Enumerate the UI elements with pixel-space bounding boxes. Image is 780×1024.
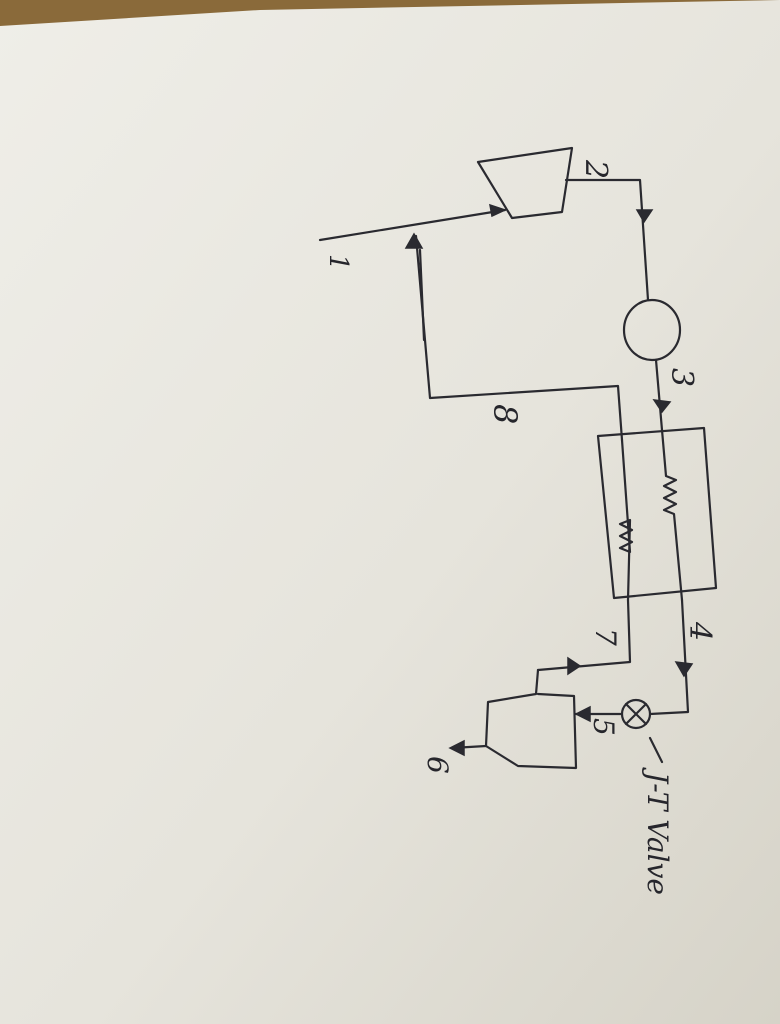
label-state-4: 4 bbox=[682, 621, 717, 641]
arrow-stream-3 bbox=[652, 399, 672, 414]
compressor-symbol bbox=[476, 146, 574, 220]
arrow-stream-7 bbox=[567, 656, 582, 676]
valve-leader-line bbox=[648, 736, 664, 764]
stream-3-line bbox=[654, 358, 664, 432]
label-state-2: 2 bbox=[578, 159, 613, 179]
cooler-symbol bbox=[622, 298, 682, 362]
stream-2-line bbox=[564, 178, 650, 302]
label-state-8: 8 bbox=[486, 404, 524, 424]
label-state-6: 6 bbox=[421, 756, 454, 774]
arrow-into-compressor bbox=[489, 203, 508, 218]
hot-side-coil bbox=[660, 428, 684, 602]
arrow-stream-6 bbox=[448, 739, 465, 757]
cold-side-coil bbox=[618, 438, 634, 602]
arrow-stream-8 bbox=[404, 232, 424, 249]
heat-exchanger-box bbox=[596, 426, 718, 600]
arrow-stream-4 bbox=[674, 661, 694, 678]
arrow-stream-5 bbox=[574, 705, 591, 723]
label-jt-valve: J-T Valve bbox=[641, 767, 674, 895]
stream-4-line bbox=[648, 598, 690, 716]
label-state-1: 1 bbox=[323, 254, 353, 271]
stream-8-join bbox=[418, 248, 426, 342]
arrow-stream-2 bbox=[635, 209, 654, 224]
label-state-7: 7 bbox=[589, 628, 622, 646]
separator-vessel bbox=[484, 668, 578, 770]
stream-1-line bbox=[318, 208, 507, 242]
label-state-3: 3 bbox=[664, 368, 699, 387]
label-state-5: 5 bbox=[587, 718, 620, 736]
